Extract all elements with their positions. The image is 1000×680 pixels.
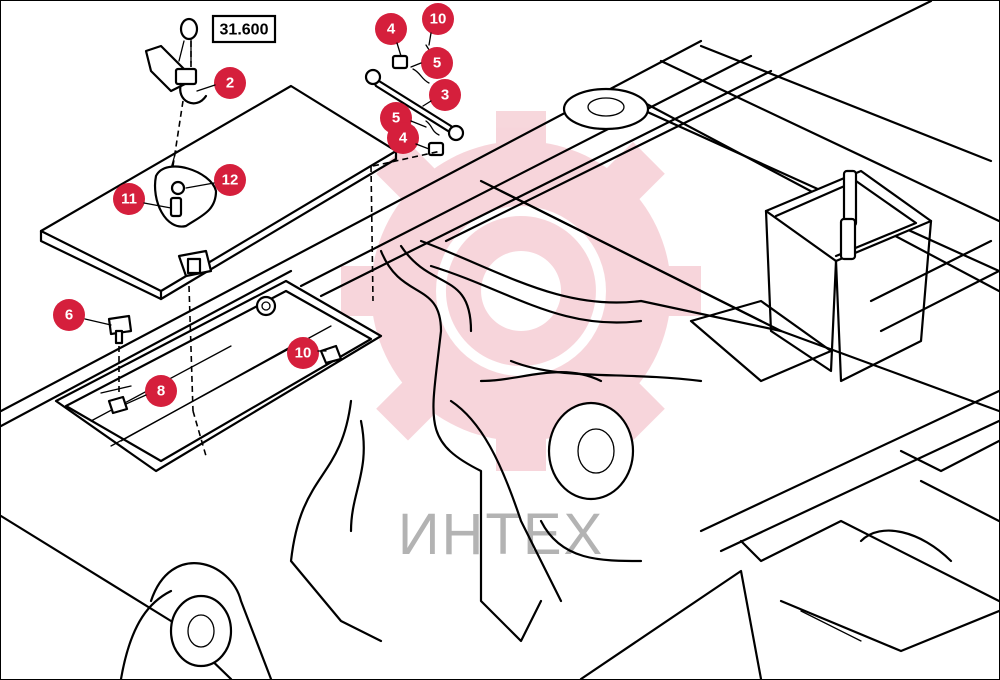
callout-5-top[interactable]: 5 <box>421 47 453 79</box>
hose-part <box>364 44 465 157</box>
callout-3[interactable]: 3 <box>429 79 461 111</box>
svg-text:2: 2 <box>226 75 234 92</box>
bracket-part <box>153 165 218 228</box>
watermark-text: ИНТЕХ <box>398 502 604 567</box>
callout-8[interactable]: 8 <box>145 375 177 407</box>
svg-text:5: 5 <box>392 110 400 127</box>
svg-text:12: 12 <box>222 172 239 189</box>
callout-10-top[interactable]: 10 <box>422 3 454 35</box>
clip-part <box>177 249 213 278</box>
svg-text:8: 8 <box>157 383 165 400</box>
svg-text:4: 4 <box>387 21 396 38</box>
svg-text:10: 10 <box>295 345 312 362</box>
reference-label: 31.600 <box>220 22 269 39</box>
callout-6[interactable]: 6 <box>53 299 85 331</box>
svg-text:4: 4 <box>399 130 408 147</box>
svg-text:10: 10 <box>430 11 447 28</box>
callout-4-top[interactable]: 4 <box>375 13 407 45</box>
watermark-gear-logo <box>341 111 701 471</box>
lower-right-structure <box>579 389 999 679</box>
assembly-lines <box>118 41 442 457</box>
callout-leaders <box>84 32 432 405</box>
frame-round-plate <box>562 87 650 131</box>
callout-11[interactable]: 11 <box>113 183 145 215</box>
tray-fasteners <box>100 295 343 415</box>
svg-text:11: 11 <box>121 191 137 208</box>
svg-text:6: 6 <box>65 307 73 324</box>
boom-bracket <box>119 239 783 679</box>
callout-12[interactable]: 12 <box>214 164 246 196</box>
callout-4-bottom[interactable]: 4 <box>387 122 419 154</box>
callouts: 2 4 10 5 3 5 4 12 11 6 10 <box>53 3 461 407</box>
callout-10-bottom[interactable]: 10 <box>287 337 319 369</box>
right-pedestal <box>689 169 999 383</box>
svg-text:5: 5 <box>433 55 441 72</box>
callout-2[interactable]: 2 <box>214 67 246 99</box>
svg-text:3: 3 <box>441 87 449 104</box>
reference-label-box: 31.600 <box>211 14 277 44</box>
